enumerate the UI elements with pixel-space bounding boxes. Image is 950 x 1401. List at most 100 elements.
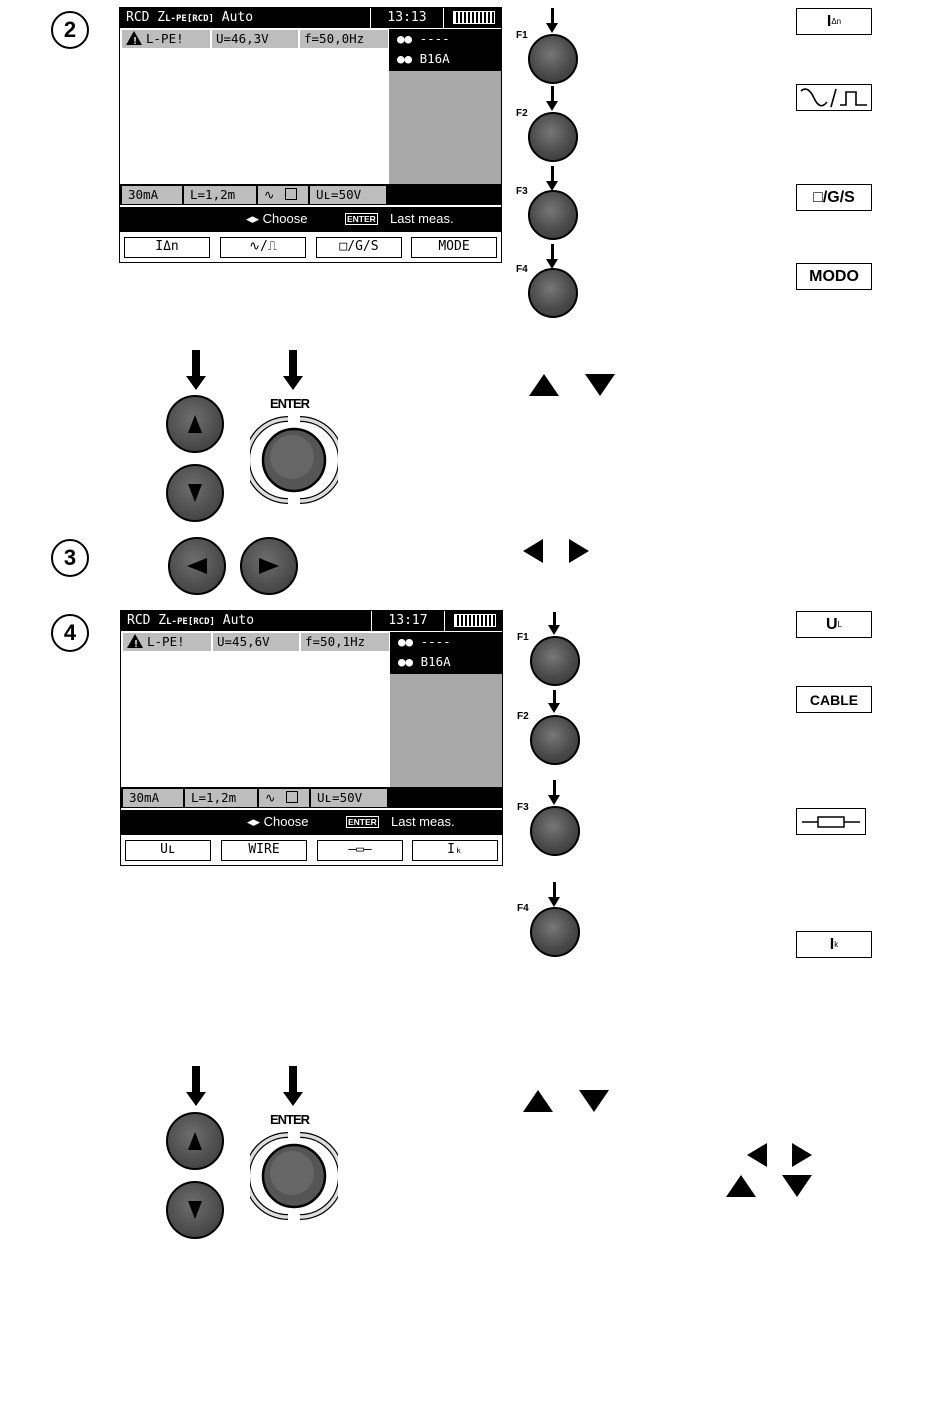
hint-last-meas: Last meas.: [391, 814, 455, 829]
arrow-down-icon: [782, 1175, 812, 1197]
label-f3-type: □/G/S: [796, 184, 872, 211]
right-panel-header: ●● ---- ●● B16A: [390, 632, 502, 674]
right-panel-header: ●● ---- ●● B16A: [389, 29, 501, 71]
arrow-up-icon: [188, 415, 202, 433]
parameter-row: 30mA L=1,2m ∿ Uʟ=50V: [121, 787, 502, 808]
param-ul: Uʟ=50V: [310, 186, 386, 204]
arrow-down-icon: [548, 612, 560, 635]
clock: 13:17: [371, 611, 445, 631]
arrow-down-icon: [186, 350, 206, 390]
status-lpe: L-PE!: [147, 634, 185, 649]
f4-label: F4: [517, 903, 529, 914]
softkey-row: IΔn ∿/⎍ □/G/S MODE: [120, 234, 501, 262]
down-key[interactable]: [166, 1181, 224, 1239]
param-length: L=1,2m: [184, 186, 256, 204]
softkey-2[interactable]: WIRE: [221, 840, 307, 861]
enter-key[interactable]: [250, 1132, 338, 1220]
hint-enter: ENTER: [345, 213, 378, 225]
arrow-down-icon: [546, 8, 558, 33]
arrow-down-icon: [188, 1201, 202, 1219]
arrow-down-icon: [548, 882, 560, 907]
label-f2-wave: [796, 84, 872, 111]
arrow-left-icon: [747, 1143, 767, 1167]
softkey-1[interactable]: Uʟ: [125, 840, 211, 861]
label-f2-cable: CABLE: [796, 686, 872, 713]
f1-key[interactable]: [530, 636, 580, 686]
title-mode: Auto: [221, 10, 254, 25]
screen-title-bar: RCD ZL-PE[RCD] Auto 13:17: [121, 611, 502, 631]
f4-key[interactable]: [528, 268, 578, 318]
softkey-1[interactable]: IΔn: [124, 237, 210, 258]
arrow-left-icon: [187, 558, 207, 574]
left-key[interactable]: [168, 537, 226, 595]
battery-icon: [453, 11, 495, 24]
title-main: RCD Z: [126, 10, 166, 25]
title-main: RCD Z: [127, 613, 167, 628]
arrow-down-icon: [548, 780, 560, 805]
softkey-4[interactable]: Iₖ: [412, 840, 498, 861]
arrow-down-icon: [546, 166, 558, 191]
softkey-4[interactable]: MODE: [411, 237, 497, 258]
softkey-3[interactable]: □/G/S: [316, 237, 402, 258]
softkey-2[interactable]: ∿/⎍: [220, 237, 306, 258]
softkey-3[interactable]: —▭—: [317, 840, 403, 861]
param-wave-square: ∿: [259, 789, 309, 807]
hint-enter: ENTER: [346, 816, 379, 828]
param-current: 30mA: [122, 186, 182, 204]
arrow-down-icon: [546, 244, 558, 269]
f3-key[interactable]: [530, 806, 580, 856]
enter-key[interactable]: [250, 416, 338, 504]
panel-line-2: ●● B16A: [398, 654, 451, 669]
label-f4-text: I: [829, 935, 835, 953]
arrow-right-icon: [259, 558, 279, 574]
f3-label: F3: [516, 186, 528, 197]
down-key[interactable]: [166, 464, 224, 522]
lcd-screen-2: RCD ZL-PE[RCD] Auto 13:17 L-PE! U=45,6V …: [120, 610, 503, 866]
arrow-up-icon: [726, 1175, 756, 1197]
arrow-up-icon: [523, 1090, 553, 1112]
panel-line-1: ●● ----: [398, 634, 451, 649]
title-sub: L-PE[RCD]: [166, 617, 215, 627]
f1-label: F1: [517, 632, 529, 643]
step-number-3: 3: [51, 539, 89, 577]
f4-key[interactable]: [530, 907, 580, 957]
sine-wave-icon: ∿: [264, 187, 275, 202]
screen-title-bar: RCD ZL-PE[RCD] Auto 13:13: [120, 8, 501, 28]
hint-choose: ◂▸ Choose: [247, 814, 309, 829]
arrow-right-icon: [792, 1143, 812, 1167]
up-key[interactable]: [166, 395, 224, 453]
status-frequency: f=50,1Hz: [301, 633, 389, 651]
f3-label: F3: [517, 802, 529, 813]
parameter-row: 30mA L=1,2m ∿ Uʟ=50V: [120, 184, 501, 205]
f1-key[interactable]: [528, 34, 578, 84]
clock: 13:13: [370, 8, 444, 28]
f3-key[interactable]: [528, 190, 578, 240]
hint-bar: ◂▸ Choose ENTER Last meas.: [121, 810, 502, 835]
f1-label: F1: [516, 30, 528, 41]
arrow-down-icon: [548, 690, 560, 713]
status-voltage: U=45,6V: [213, 633, 299, 651]
f4-label: F4: [516, 264, 528, 275]
warning-icon: [127, 634, 143, 654]
up-key[interactable]: [166, 1112, 224, 1170]
param-ul: Uʟ=50V: [311, 789, 387, 807]
right-key[interactable]: [240, 537, 298, 595]
status-voltage: U=46,3V: [212, 30, 298, 48]
f2-label: F2: [517, 711, 529, 722]
f2-label: F2: [516, 108, 528, 119]
f2-key[interactable]: [528, 112, 578, 162]
arrow-down-icon: [283, 1066, 303, 1106]
label-f1-text: U: [825, 615, 838, 633]
panel-line-2: ●● B16A: [397, 51, 450, 66]
label-f4-mode: MODO: [796, 263, 872, 290]
sine-wave-icon: ∿: [265, 790, 276, 805]
enter-label: ENTER: [270, 396, 310, 411]
label-f1-sub: L: [837, 620, 842, 629]
arrow-right-icon: [569, 539, 589, 563]
f2-key[interactable]: [530, 715, 580, 765]
arrow-up-icon: [188, 1132, 202, 1150]
label-f3-fuse: [796, 808, 866, 835]
title-sub: L-PE[RCD]: [165, 14, 214, 24]
